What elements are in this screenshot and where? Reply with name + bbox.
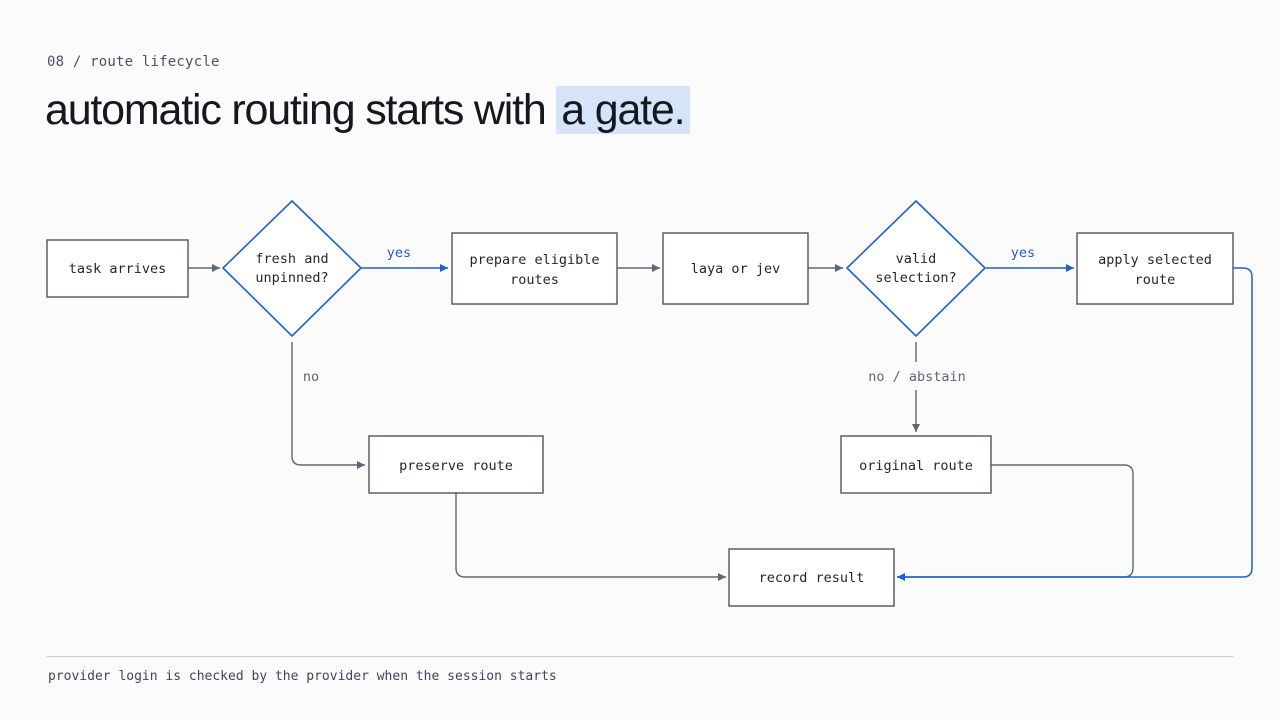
node-record-result: record result [728,548,895,607]
decision-valid-selection: valid selection? [845,199,987,338]
node-preserve-route: preserve route [368,435,544,494]
node-label-line2: route [1135,272,1176,288]
page-title: automatic routing starts with a gate. [45,84,691,136]
decision-label-line2: selection? [875,270,956,286]
node-label: laya or jev [691,261,780,277]
decision-fresh-unpinned: fresh and unpinned? [221,199,363,338]
title-highlight: a gate. [556,86,691,134]
footer-note: provider login is checked by the provide… [48,669,557,684]
edge-label-yes-fresh: yes [387,245,411,261]
decision-label-line1: valid [896,251,937,267]
node-laya-or-jev: laya or jev [662,232,809,305]
edge-label-no-abstain: no / abstain [868,369,966,385]
decision-label-line1: fresh and [255,251,328,267]
title-main: automatic routing starts with [45,86,557,134]
node-label-line1: apply selected [1098,252,1212,268]
node-label-line1: prepare eligible [469,252,599,268]
node-label: preserve route [399,458,513,474]
edge-preserve-to-record [455,493,726,581]
decision-label-line2: unpinned? [255,270,328,286]
node-apply-selected-route: apply selected route [1076,232,1234,305]
node-task-arrives: task arrives [46,239,189,298]
edge-gate-no [291,342,365,469]
node-prepare-eligible-routes: prepare eligible routes [451,232,618,305]
eyebrow-label: 08 / route lifecycle [47,54,220,70]
node-label: task arrives [69,261,167,277]
node-label: record result [759,570,865,586]
node-label-line2: routes [510,272,559,288]
edge-label-yes-valid: yes [1011,245,1035,261]
node-original-route: original route [840,435,992,494]
edge-apply-to-record [897,267,1253,581]
node-label: original route [859,458,973,474]
footer-divider [47,656,1233,657]
edge-label-no: no [303,369,319,385]
